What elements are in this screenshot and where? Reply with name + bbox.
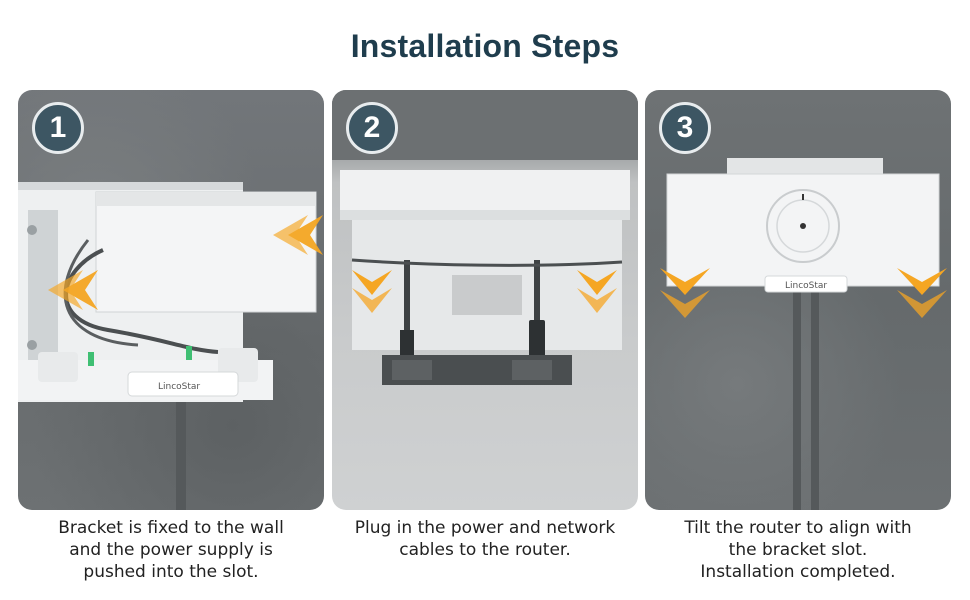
step-3-badge: 3 [659, 102, 711, 154]
caption-line: Installation completed. [700, 562, 896, 582]
caption-line: Bracket is fixed to the wall [58, 518, 284, 538]
step-2-panel: 2 [332, 90, 638, 510]
caption-line: the bracket slot. [728, 540, 868, 560]
page-title: Installation Steps [350, 28, 620, 64]
step-3-illustration: LincoStar [660, 158, 947, 510]
step-1-panel: LincoStar 1 [18, 90, 324, 510]
caption-line: Tilt the router to align with [684, 518, 912, 538]
step-3-caption: Tilt the router to align with the bracke… [645, 517, 951, 583]
caption-line: cables to the router. [399, 540, 571, 560]
step-2-illustration [332, 90, 638, 385]
step-2-caption: Plug in the power and network cables to … [332, 517, 638, 561]
step-1-caption: Bracket is fixed to the wall and the pow… [18, 517, 324, 583]
step-2-badge: 2 [346, 102, 398, 154]
step-1-badge: 1 [32, 102, 84, 154]
step-1-illustration: LincoStar [18, 182, 323, 510]
brand-label-3: LincoStar [785, 281, 827, 291]
step-3-panel: LincoStar 3 [645, 90, 951, 510]
caption-line: and the power supply is [69, 540, 273, 560]
brand-label-1: LincoStar [158, 382, 200, 392]
caption-line: pushed into the slot. [83, 562, 259, 582]
caption-line: Plug in the power and network [354, 518, 616, 538]
